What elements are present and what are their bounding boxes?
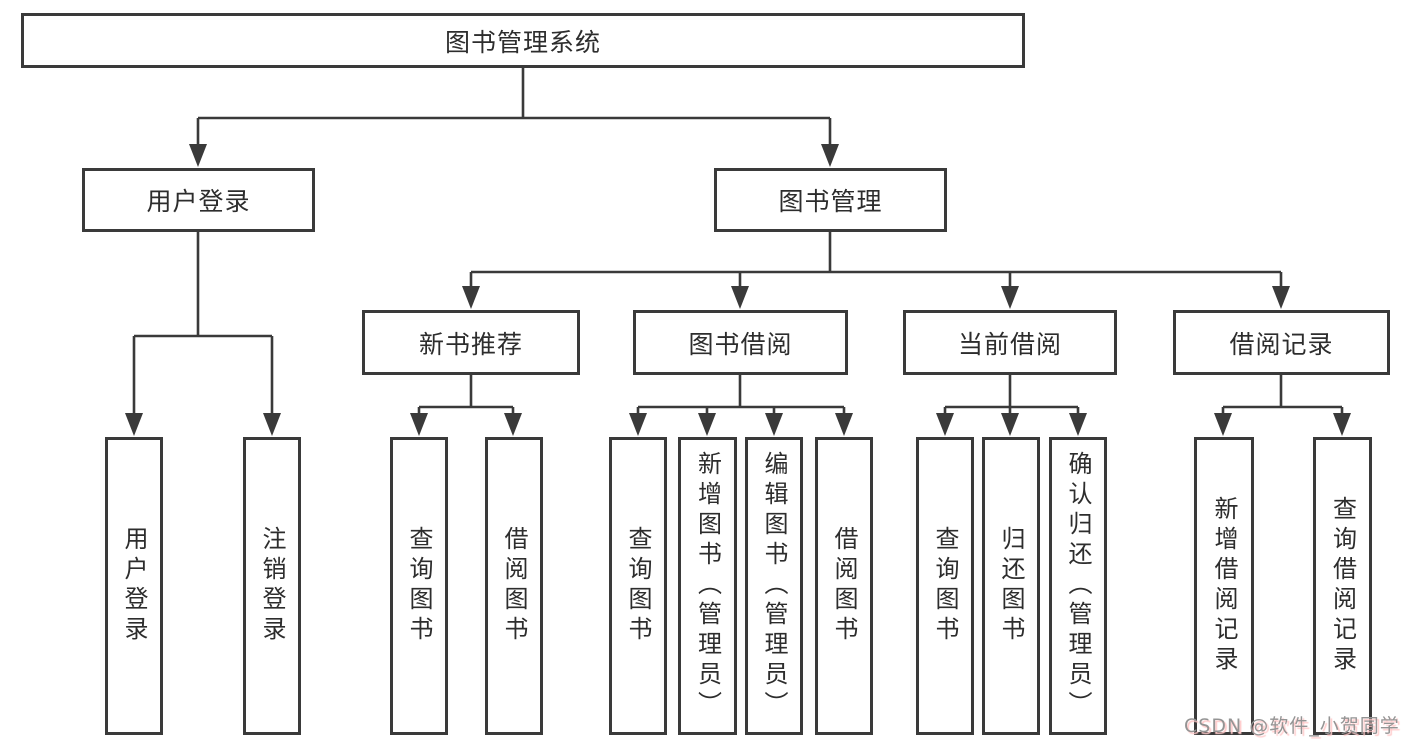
leaf-label: 新增图书（管理员） — [693, 451, 722, 721]
leaf-logout: 注销登录 — [243, 437, 301, 735]
leaf-add-books-admin: 新增图书（管理员） — [678, 437, 737, 735]
node-book-management: 图书管理 — [714, 168, 947, 232]
leaf-label: 查询图书 — [624, 526, 652, 646]
leaf-query-books-recommend: 查询图书 — [390, 437, 448, 735]
node-borrowing-records: 借阅记录 — [1173, 310, 1390, 375]
leaf-label: 新增借阅记录 — [1210, 496, 1238, 676]
leaf-borrow-books-recommend: 借阅图书 — [485, 437, 543, 735]
leaf-label: 借阅图书 — [500, 526, 528, 646]
leaf-query-books-current: 查询图书 — [916, 437, 974, 735]
leaf-return-books: 归还图书 — [982, 437, 1040, 735]
leaf-label: 查询借阅记录 — [1328, 496, 1357, 676]
node-current-borrowing: 当前借阅 — [903, 310, 1117, 375]
csdn-watermark: CSDN @软件_小贺同学 — [1184, 715, 1400, 737]
leaf-confirm-return-admin: 确认归还（管理员） — [1049, 437, 1107, 735]
leaf-edit-books-admin: 编辑图书（管理员） — [745, 437, 803, 735]
leaf-label: 用户登录 — [120, 526, 148, 646]
leaf-label: 查询图书 — [931, 526, 959, 646]
leaf-label: 编辑图书（管理员） — [760, 451, 788, 721]
leaf-user-login: 用户登录 — [105, 437, 163, 735]
leaf-label: 借阅图书 — [830, 526, 858, 646]
leaf-label: 查询图书 — [405, 526, 433, 646]
leaf-add-borrow-record: 新增借阅记录 — [1194, 437, 1254, 735]
node-new-book-recommendation: 新书推荐 — [362, 310, 580, 375]
leaf-query-books-borrowing: 查询图书 — [609, 437, 667, 735]
leaf-query-borrow-record: 查询借阅记录 — [1313, 437, 1372, 735]
leaf-borrow-books: 借阅图书 — [815, 437, 873, 735]
leaf-label: 确认归还（管理员） — [1064, 451, 1092, 721]
node-user-login: 用户登录 — [82, 168, 315, 232]
leaf-label: 归还图书 — [997, 526, 1025, 646]
node-book-borrowing: 图书借阅 — [633, 310, 848, 375]
leaf-label: 注销登录 — [258, 526, 286, 646]
node-library-management-system: 图书管理系统 — [21, 13, 1025, 68]
